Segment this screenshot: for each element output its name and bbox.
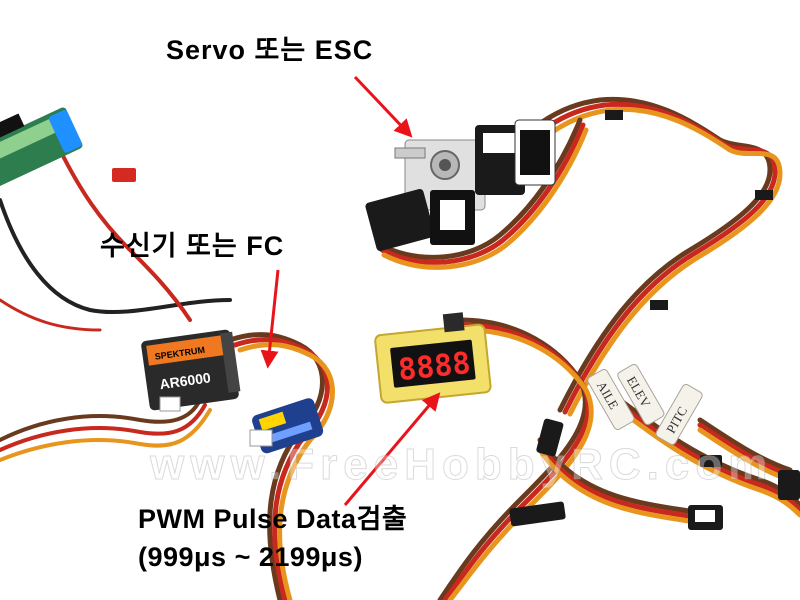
receiver-to-meter-wires <box>227 332 335 600</box>
battery-pack <box>0 107 136 193</box>
servo-label: Servo 또는 ESC <box>166 35 374 65</box>
meter-to-servo-wires <box>437 317 594 600</box>
pointer-arrows <box>260 75 441 506</box>
servo-wire-bundle-left <box>377 117 589 270</box>
arrow-to-meter <box>343 392 441 506</box>
satellite-receiver <box>249 398 324 454</box>
pwm-label: PWM Pulse Data검출 <box>138 504 408 534</box>
pwm-meter-device: 8888 <box>374 312 492 404</box>
receiver-model-text: AR6000 <box>159 369 212 392</box>
servo-wire-bundle-right <box>497 96 783 417</box>
meter-display-digits: 8888 <box>397 346 473 388</box>
servo-connectors <box>509 110 800 530</box>
arrow-to-receiver <box>260 269 280 369</box>
pulse-range-label: (999μs ~ 2199μs) <box>138 542 363 572</box>
servo-cluster <box>365 119 556 252</box>
arrow-to-servo <box>353 75 413 138</box>
left-wires <box>0 148 232 462</box>
receiver-label: 수신기 또는 FC <box>100 231 285 261</box>
channel-tags: AILE ELEV PITC <box>587 363 703 446</box>
watermark-text: www.FreeHobbyRC.com <box>149 440 774 490</box>
receiver-unit: SPEKTRUM AR6000 <box>141 329 241 412</box>
